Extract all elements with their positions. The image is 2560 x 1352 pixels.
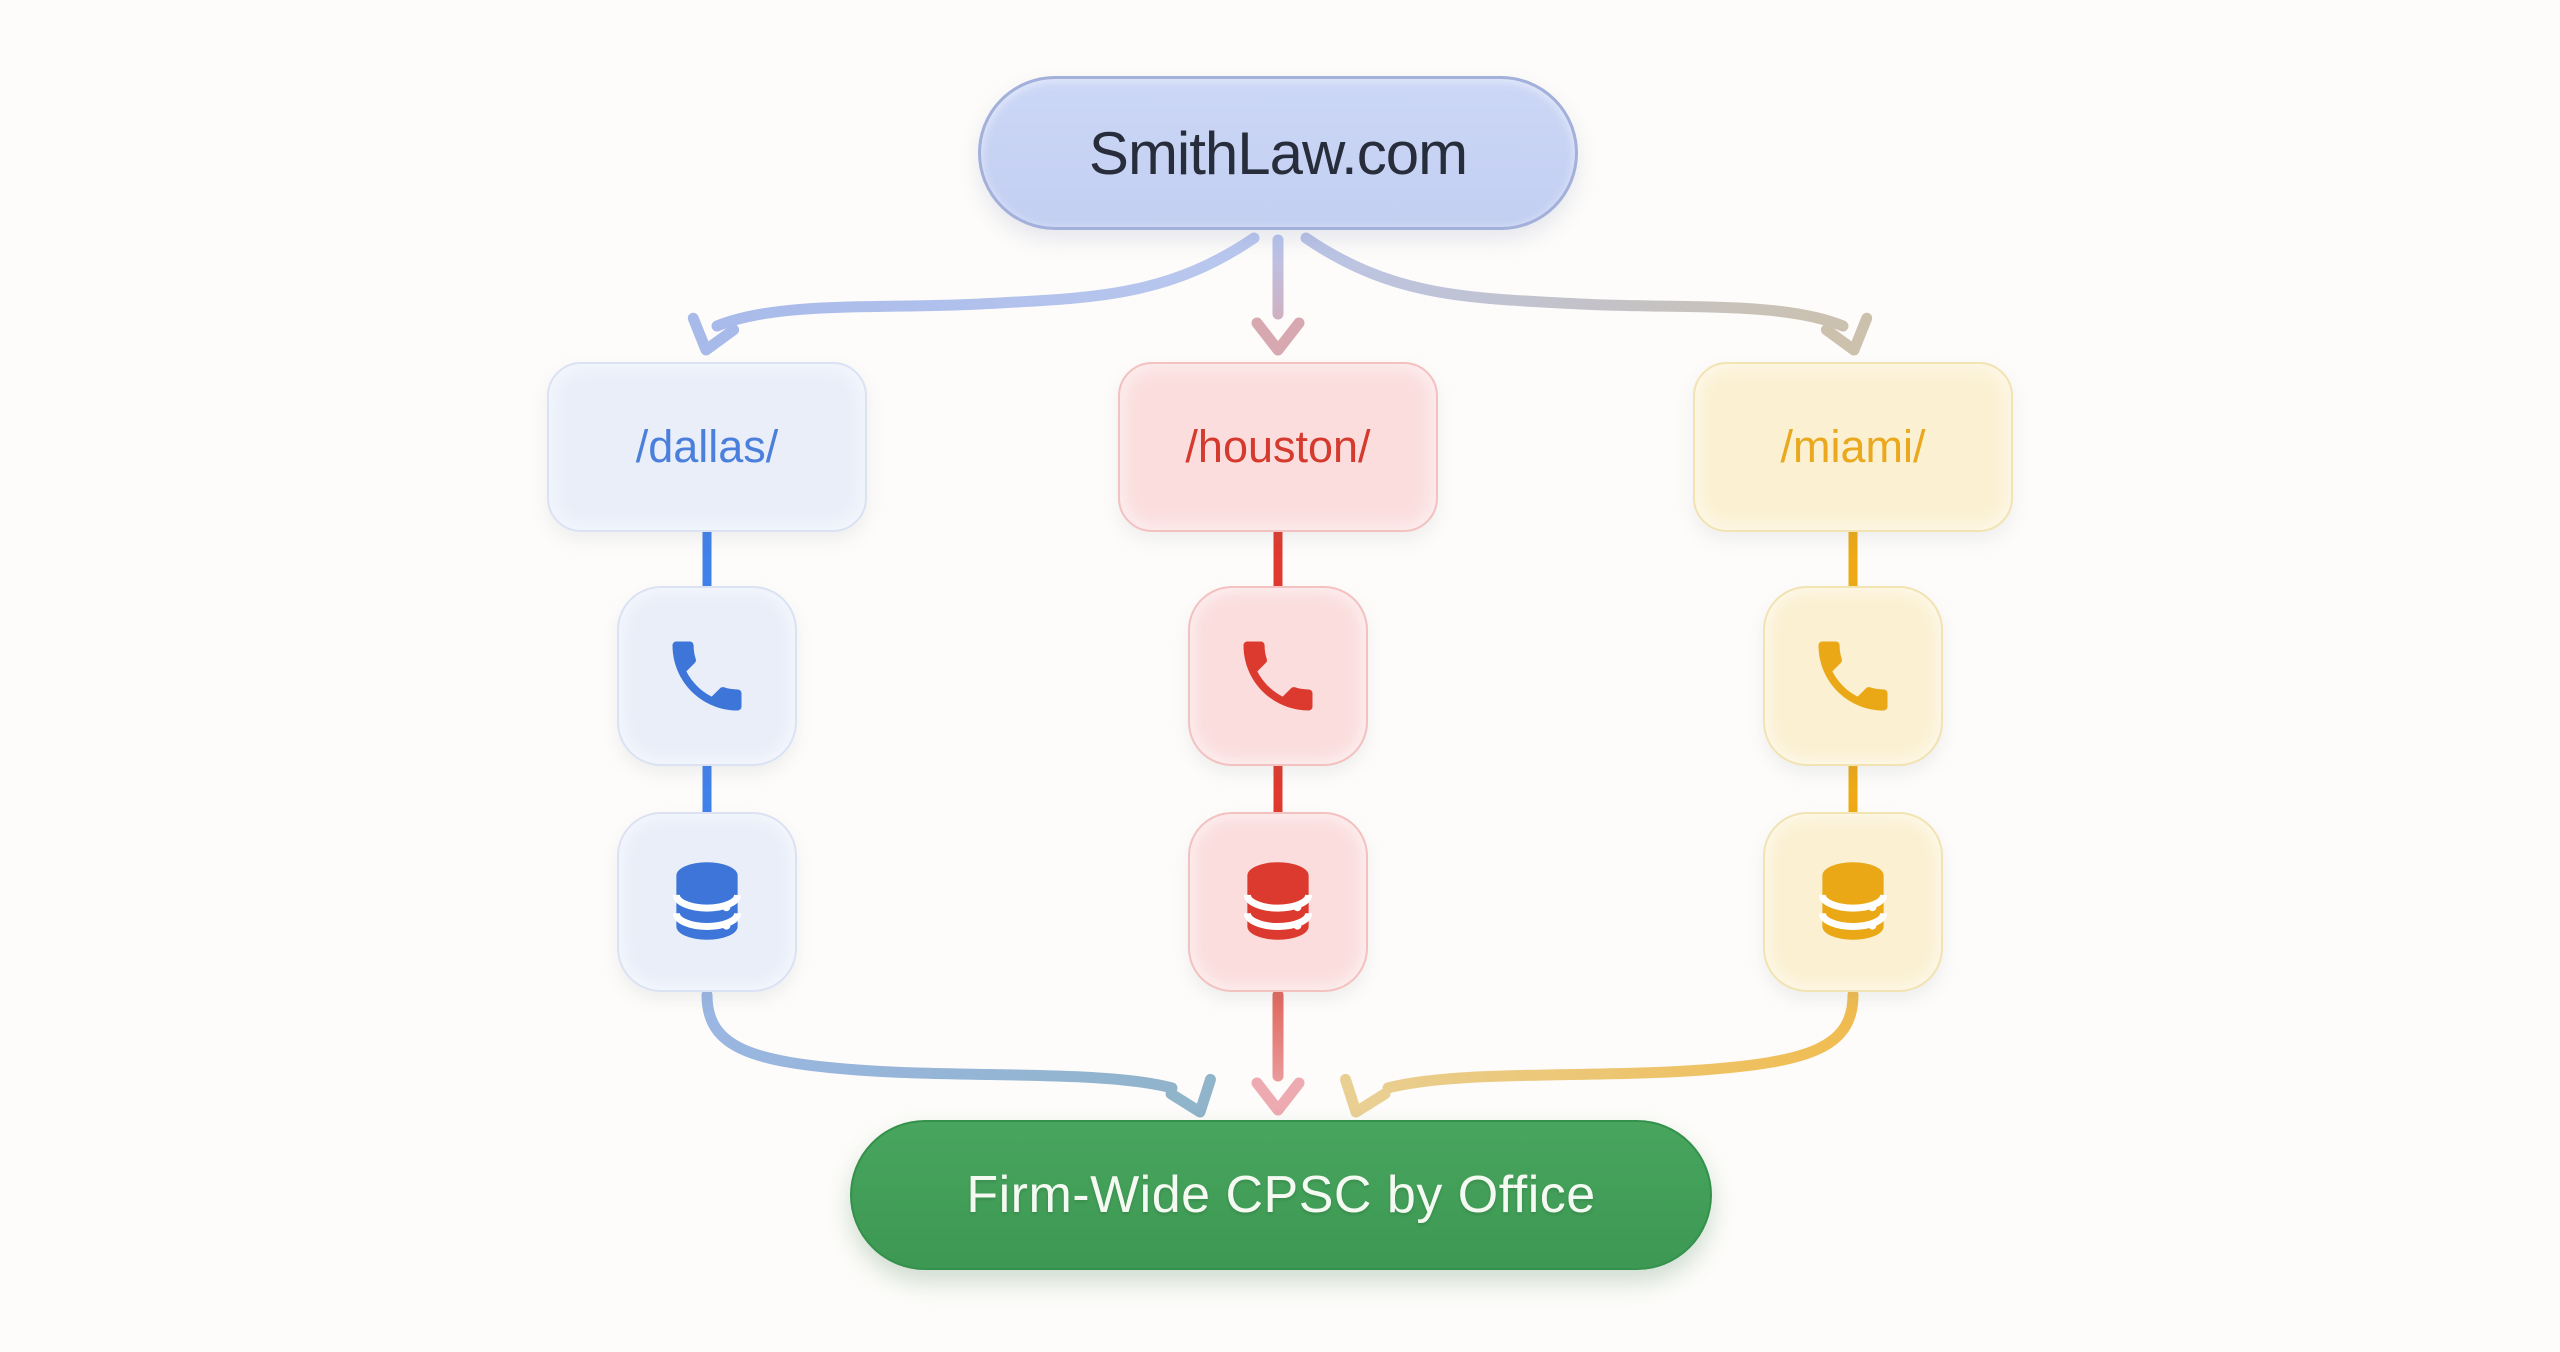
phone-icon	[672, 641, 742, 711]
edge-miami-to-sink	[1382, 989, 1859, 1094]
arrowhead-sink-right	[1340, 1073, 1391, 1118]
phone-node-miami	[1763, 586, 1943, 766]
arrowhead-dallas	[687, 312, 740, 356]
node-path-miami: /miami/	[1693, 362, 2013, 532]
root-domain-label: SmithLaw.com	[1088, 119, 1468, 187]
node-sink-report: Firm-Wide CPSC by Office	[850, 1120, 1712, 1270]
path-label-houston: /houston/	[1185, 421, 1371, 472]
node-path-dallas: /dallas/	[547, 362, 867, 532]
database-icon	[1818, 862, 1888, 940]
path-label-miami: /miami/	[1780, 421, 1926, 472]
edge-root-to-dallas	[711, 232, 1260, 332]
database-icon	[672, 862, 742, 940]
phone-node-dallas	[617, 586, 797, 766]
database-icon	[1243, 862, 1313, 940]
phone-node-houston	[1188, 586, 1368, 766]
edge-root-to-miami	[1300, 232, 1849, 332]
arrowhead-miami	[1820, 312, 1873, 356]
node-path-houston: /houston/	[1118, 362, 1438, 532]
arrowhead-sink-mid	[1251, 1077, 1305, 1116]
sink-report-label: Firm-Wide CPSC by Office	[966, 1166, 1596, 1224]
node-root-domain: SmithLaw.com	[978, 76, 1578, 230]
path-label-dallas: /dallas/	[635, 421, 779, 472]
database-node-dallas	[617, 812, 797, 992]
database-node-houston	[1188, 812, 1368, 992]
arrowhead-houston	[1251, 317, 1305, 356]
phone-icon	[1818, 641, 1888, 711]
edge-dallas-to-sink	[701, 989, 1178, 1094]
phone-icon	[1243, 641, 1313, 711]
arrowhead-sink-left	[1165, 1073, 1216, 1118]
database-node-miami	[1763, 812, 1943, 992]
